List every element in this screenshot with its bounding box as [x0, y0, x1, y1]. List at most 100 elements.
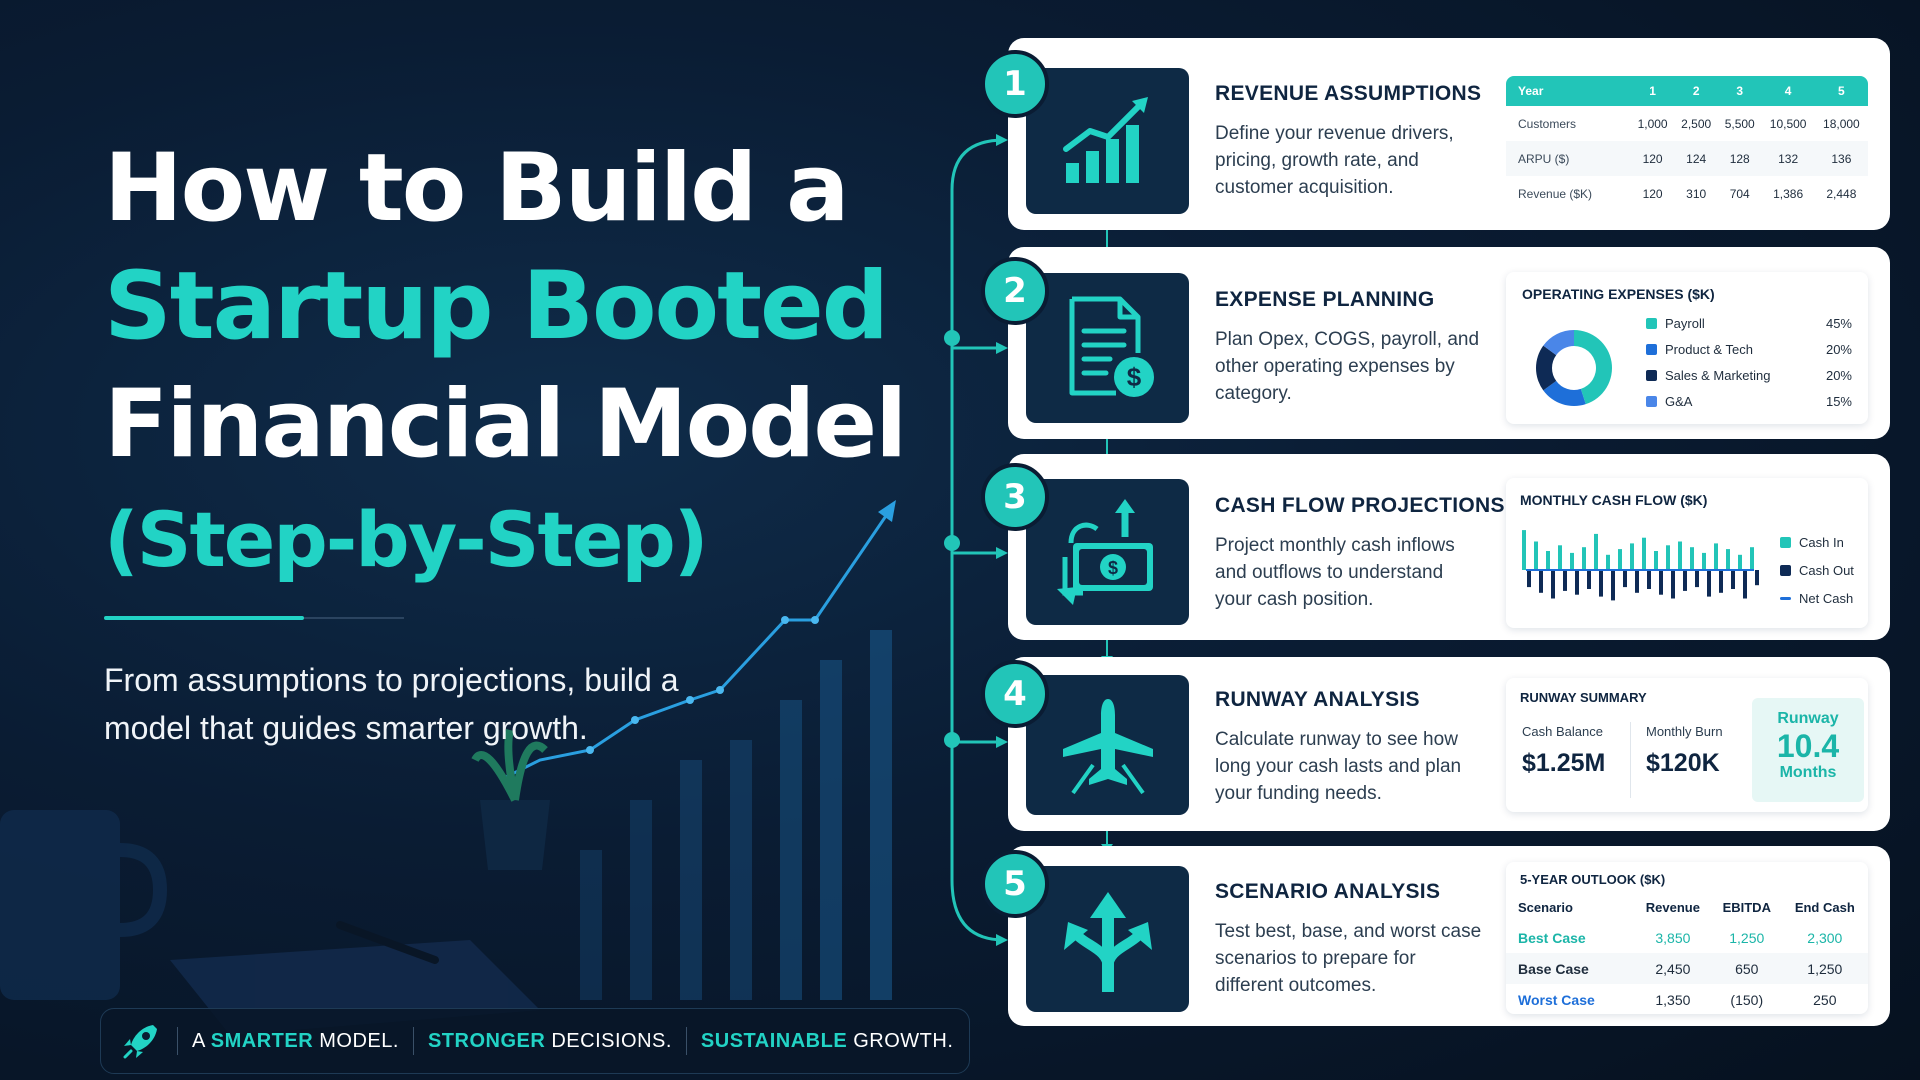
cash-out-bar: [1623, 570, 1627, 588]
donut-slice: [1543, 330, 1574, 356]
legend-item: Cash Out: [1780, 556, 1864, 584]
step-1-description: Define your revenue drivers, pricing, gr…: [1215, 123, 1454, 198]
cashflow-title: MONTHLY CASH FLOW ($K): [1520, 492, 1708, 508]
monthly-burn-value: $120K: [1646, 749, 1720, 777]
title-line-2: Startup Booted: [104, 252, 889, 361]
step-2-icon-box: $: [1026, 273, 1189, 423]
legend-label: Cash In: [1799, 534, 1844, 550]
cash-in-bar: [1738, 554, 1742, 570]
table-cell: (150): [1730, 991, 1764, 1008]
step-badge-2: 2: [981, 257, 1049, 325]
cash-out-bar: [1563, 570, 1567, 591]
runway-label: Runway: [1777, 710, 1839, 727]
legend-swatch: [1646, 369, 1657, 381]
revenue-table: Year 1 2 3 4 5 Customers 1,000 2,500 5,5…: [1506, 76, 1868, 211]
step-3-title: CASH FLOW PROJECTIONS: [1215, 494, 1505, 517]
step-2-title: EXPENSE PLANNING: [1215, 288, 1435, 311]
cash-balance-block: Cash Balance $1.25M: [1522, 724, 1632, 778]
cash-out-bar: [1647, 570, 1651, 589]
step-5-title: SCENARIO ANALYSIS: [1215, 880, 1441, 903]
cash-in-bar: [1702, 552, 1706, 570]
revenue-header-cell: 4: [1761, 76, 1815, 106]
table-cell: 1,250: [1729, 929, 1765, 946]
step-2-description: Plan Opex, COGS, payroll, and other oper…: [1215, 329, 1480, 404]
revenue-header-cell: 5: [1814, 76, 1868, 106]
scenario-header-cell: Revenue: [1645, 899, 1700, 915]
monthly-burn-block: Monthly Burn $120K: [1646, 724, 1756, 778]
cash-in-bar: [1522, 530, 1526, 570]
legend-item: G&A 15%: [1646, 388, 1852, 414]
legend-label: Payroll: [1665, 315, 1705, 331]
table-cell: 124: [1674, 141, 1718, 176]
bg-bar: [730, 740, 752, 1000]
legend-swatch: [1646, 343, 1657, 355]
main-title: How to Build a Startup Booted Financial …: [104, 130, 907, 592]
plant-pot: [471, 729, 550, 870]
cash-in-bar: [1630, 543, 1634, 570]
revenue-header-cell: 2: [1674, 76, 1718, 106]
cash-out-bar: [1683, 570, 1687, 591]
split-arrows-icon: [1063, 892, 1152, 992]
coffee-mug: [0, 810, 168, 1000]
legend-value: 15%: [1825, 393, 1852, 409]
legend-swatch: [1780, 536, 1791, 548]
table-cell: 18,000: [1823, 116, 1860, 131]
scenario-title: 5-YEAR OUTLOOK ($K): [1520, 872, 1666, 887]
runway-divider: [1630, 722, 1631, 798]
table-cell: 2,448: [1826, 186, 1857, 201]
cash-out-bar: [1599, 570, 1603, 597]
table-cell: 650: [1711, 953, 1782, 984]
bg-trend-arrow: [878, 500, 896, 522]
legend-label: Net Cash: [1799, 590, 1854, 606]
cash-in-bar: [1642, 537, 1646, 570]
legend-value: 20%: [1825, 367, 1852, 383]
footer-separator: [412, 1027, 414, 1055]
cash-balance-label: Cash Balance: [1522, 724, 1603, 739]
title-line-1: How to Build a: [104, 134, 850, 243]
cash-out-bar: [1587, 570, 1591, 589]
step-5-icon-box: [1026, 866, 1189, 1012]
table-cell: Revenue ($K): [1518, 186, 1593, 201]
cash-in-bar: [1570, 552, 1574, 570]
table-cell: 1,250: [1781, 953, 1868, 984]
cash-out-bar: [1539, 570, 1543, 593]
rocket-icon: [123, 1025, 157, 1059]
opex-donut-chart: [1536, 330, 1612, 406]
footer-banner: A SMARTER MODEL. STRONGER DECISIONS. SUS…: [100, 1008, 970, 1074]
cash-out-bar: [1707, 570, 1711, 597]
cashflow-panel: MONTHLY CASH FLOW ($K) Cash In Cash Out …: [1506, 478, 1868, 628]
step-badge-4: 4: [981, 660, 1049, 728]
legend-label: G&A: [1665, 393, 1693, 409]
opex-title: OPERATING EXPENSES ($K): [1522, 286, 1715, 302]
scenario-table-wrap: Scenario Revenue EBITDA End Cash Best Ca…: [1506, 892, 1868, 1015]
step-1-title: REVENUE ASSUMPTIONS: [1215, 82, 1482, 105]
cash-in-bar: [1534, 541, 1538, 570]
title-divider: [104, 616, 304, 620]
legend-swatch: [1780, 564, 1791, 576]
table-cell: 132: [1761, 141, 1815, 176]
runway-value: 10.4: [1776, 728, 1840, 764]
table-cell: 10,500: [1769, 116, 1807, 131]
cash-in-bar: [1678, 541, 1682, 570]
bg-bar: [820, 660, 842, 1000]
scenario-header-cell: Scenario: [1518, 899, 1573, 915]
table-cell: 1,000: [1637, 116, 1668, 131]
table-cell: 136: [1814, 141, 1868, 176]
step-1-icon-box: [1026, 68, 1189, 214]
step-4-description: Calculate runway to see how long your ca…: [1215, 729, 1462, 804]
legend-item: Cash In: [1780, 528, 1864, 556]
cash-in-bar: [1618, 549, 1622, 570]
cash-in-bar: [1594, 533, 1598, 570]
bg-bar: [870, 630, 892, 1000]
table-row: Customers 1,000 2,500 5,500 10,500 18,00…: [1506, 106, 1868, 141]
cash-out-bar: [1635, 570, 1639, 593]
revenue-table-panel: Year 1 2 3 4 5 Customers 1,000 2,500 5,5…: [1506, 76, 1868, 214]
cash-flow-icon: $: [1056, 499, 1153, 605]
legend-item: Payroll 45%: [1646, 310, 1852, 336]
step-4-icon-box: [1026, 675, 1189, 815]
legend-value: 45%: [1825, 315, 1852, 331]
cash-out-bar: [1611, 570, 1615, 601]
bg-bar: [680, 760, 702, 1000]
table-cell: Base Case: [1506, 953, 1634, 984]
